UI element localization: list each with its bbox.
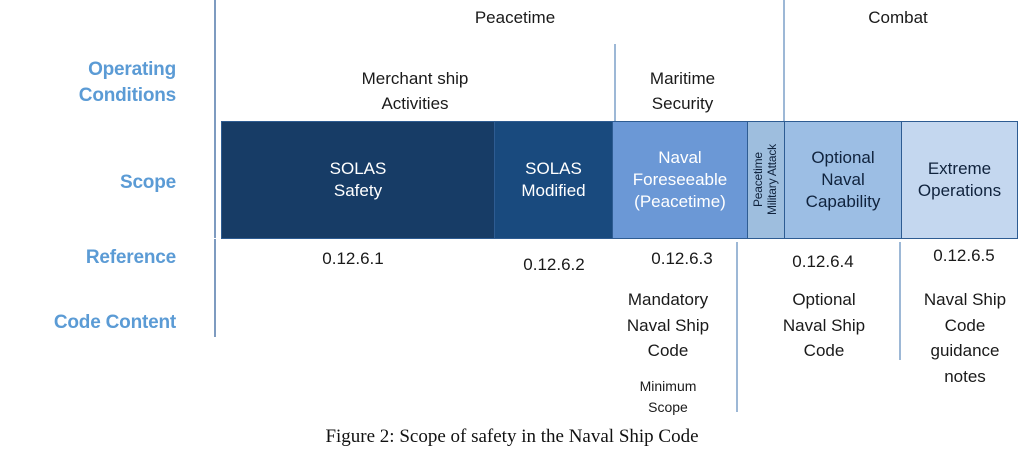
reference-value-3: 0.12.6.3: [651, 249, 713, 268]
optional-line2: Naval Ship: [782, 315, 866, 335]
guidance-line1: Naval Ship: [923, 290, 1007, 309]
scope-cell-solas-modified[interactable]: SOLAS Modified: [495, 122, 613, 238]
merchant-line1: Merchant ship: [361, 69, 469, 88]
scope-cell-peacetime-military-attack[interactable]: Peacetime Military Attack: [748, 122, 785, 238]
scope-solas-safety-line1: SOLAS: [329, 158, 387, 178]
reference-value-4: 0.12.6.4: [792, 252, 854, 271]
band-label-maritime-security: Maritime Security: [620, 67, 745, 116]
row-label-operating-conditions: Operating Conditions: [0, 57, 176, 108]
divider-peacetime-combat: [783, 0, 785, 121]
code-content-optional: Optional Naval Ship Code: [760, 287, 888, 364]
guidance-line2: Code: [944, 315, 986, 335]
scope-extreme-operations-line1: Extreme: [927, 158, 992, 178]
code-content-guidance: Naval Ship Code guidance notes: [905, 287, 1024, 389]
band-label-combat: Combat: [868, 8, 928, 27]
mandatory-line1: Mandatory: [627, 290, 709, 309]
mandatory-line3: Code: [647, 341, 689, 360]
scope-peacetime-military-attack-label: Peacetime Military Attack: [751, 144, 779, 216]
scope-naval-foreseeable-line3: (Peacetime): [634, 192, 726, 212]
scope-optional-naval-capability-line1: Optional: [811, 147, 875, 167]
divider-merchant-maritime: [614, 44, 616, 121]
reference-value-1: 0.12.6.1: [322, 249, 384, 268]
band-label-merchant-ship-activities: Merchant ship Activities: [320, 67, 510, 116]
guidance-line4: notes: [944, 366, 986, 386]
divider-code-content-right: [899, 242, 901, 360]
scope-solas-safety-line2: Safety: [333, 181, 383, 200]
reference-value-5: 0.12.6.5: [933, 246, 995, 265]
guidance-line3: guidance: [930, 341, 1000, 360]
scope-solas-modified-line1: SOLAS: [525, 158, 582, 178]
scope-naval-foreseeable-line1: Naval: [658, 147, 702, 167]
row-label-operating-conditions-line2: Conditions: [78, 84, 176, 106]
minimum-line1: Minimum: [639, 378, 697, 394]
optional-line1: Optional: [792, 290, 856, 309]
divider-code-content-mid: [736, 242, 738, 412]
divider-matrix-left: [214, 0, 216, 238]
code-content-mandatory: Mandatory Naval Ship Code: [604, 287, 732, 364]
scope-extreme-operations-line2: Operations: [917, 181, 1002, 200]
scope-solas-modified-line2: Modified: [521, 181, 586, 200]
mandatory-line2: Naval Ship: [626, 315, 710, 335]
reference-value-2: 0.12.6.2: [523, 255, 585, 274]
code-content-minimum-scope: Minimum Scope: [604, 376, 732, 418]
scope-naval-foreseeable-line2: Foreseeable: [632, 169, 728, 189]
scope-cell-optional-naval-capability[interactable]: Optional Naval Capability: [785, 122, 902, 238]
optional-line3: Code: [803, 341, 845, 360]
figure-caption: Figure 2: Scope of safety in the Naval S…: [325, 426, 699, 447]
scope-optional-naval-capability-line3: Capability: [805, 192, 881, 212]
scope-cell-solas-safety[interactable]: SOLAS Safety: [222, 122, 495, 238]
divider-reference-left: [214, 239, 216, 337]
scope-optional-naval-capability-line2: Naval: [821, 169, 865, 189]
maritime-line2: Security: [651, 93, 714, 113]
row-label-reference: Reference: [85, 247, 176, 268]
scope-cell-naval-foreseeable[interactable]: Naval Foreseeable (Peacetime): [613, 122, 748, 238]
maritime-line1: Maritime: [649, 69, 716, 88]
minimum-line2: Scope: [648, 399, 688, 415]
row-label-scope: Scope: [119, 172, 176, 193]
scope-bar: SOLAS Safety SOLAS Modified Naval Forese…: [221, 121, 1018, 239]
row-label-code-content: Code Content: [53, 312, 176, 333]
row-label-operating-conditions-line1: Operating: [88, 59, 176, 80]
band-label-peacetime: Peacetime: [474, 8, 556, 27]
merchant-line2: Activities: [381, 93, 449, 113]
scope-cell-extreme-operations[interactable]: Extreme Operations: [902, 122, 1017, 238]
